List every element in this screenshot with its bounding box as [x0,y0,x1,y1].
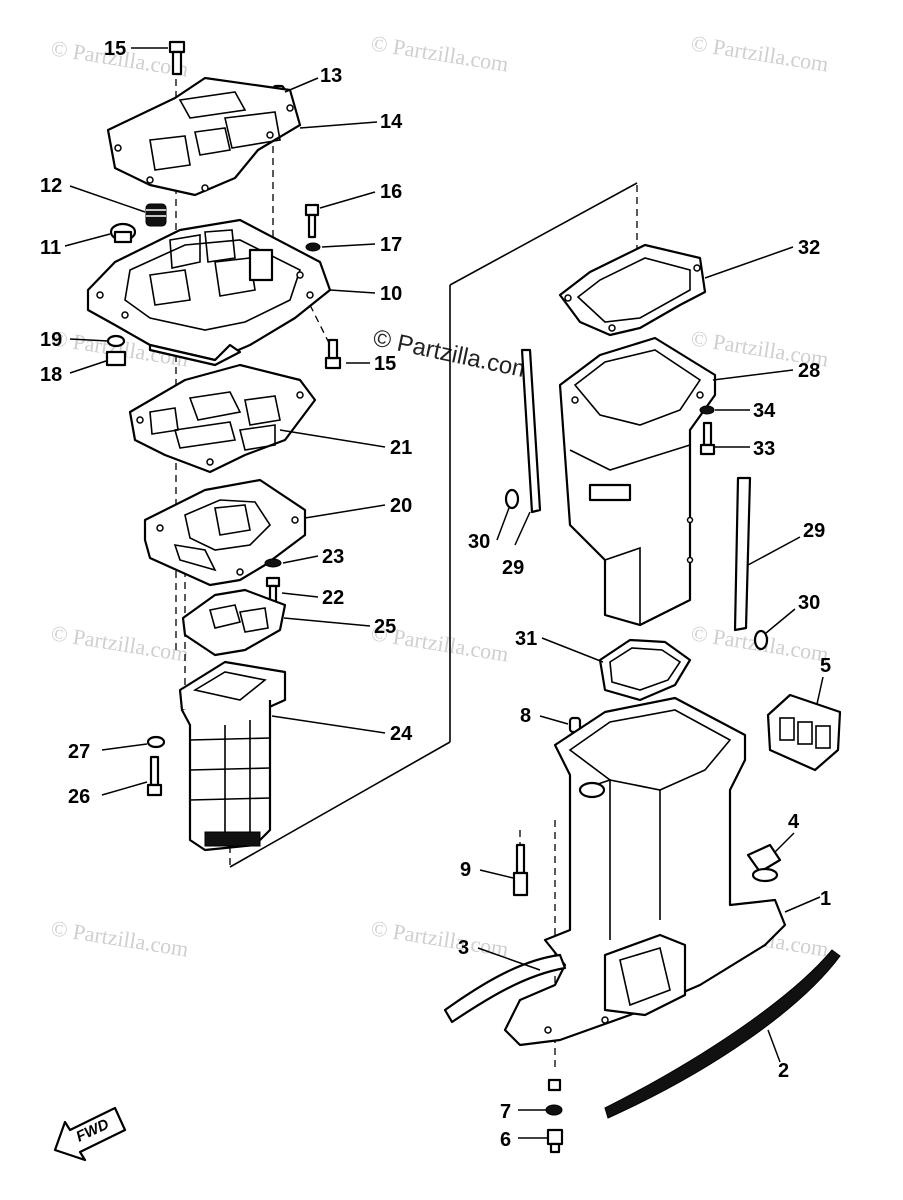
bolt-7-upper-icon [547,1078,562,1092]
callout-11: 11 [40,237,61,259]
upper-casing-28-icon [558,336,717,627]
callout-5: 5 [820,655,831,677]
plug-11-icon [109,222,137,244]
callout-12: 12 [40,175,62,197]
nut-18-icon [105,350,127,367]
gasket-21-icon [128,363,317,474]
callout-18: 18 [40,364,62,386]
mount-5-icon [766,693,842,772]
callout-8: 8 [520,705,531,727]
callout-20: 20 [390,495,412,517]
grommet-30-right-icon [753,629,769,651]
callout-30-right: 30 [798,592,820,614]
callout-10: 10 [380,283,402,305]
washer-34-icon [699,405,715,415]
callout-28: 28 [798,360,820,382]
gasket-32-icon [558,243,707,337]
callout-15: 15 [104,38,126,60]
bolt-26-icon [146,755,163,797]
seal-31-icon [598,638,692,702]
leader-lines [64,47,824,1139]
washer-7-icon [545,1104,563,1116]
callout-7: 7 [500,1101,511,1123]
callout-32: 32 [798,237,820,259]
bolt-33-icon [699,421,716,456]
callout-27: 27 [68,741,90,763]
watermark: © Partzilla.com [49,620,190,666]
callout-6: 6 [500,1129,511,1151]
callout-34: 34 [753,400,776,422]
callout-3: 3 [458,937,469,959]
callout-22: 22 [322,587,344,609]
callout-1: 1 [820,888,831,910]
watermark: © Partzilla.com [369,30,510,76]
callout-4: 4 [788,811,800,833]
callout-17: 17 [380,234,402,256]
lower-casing-1-icon [503,696,787,1047]
washer-19-icon [106,334,126,348]
washer-17-icon [305,242,321,252]
callout-29-left: 29 [502,557,524,579]
callout-16: 16 [380,181,402,203]
callout-26: 26 [68,786,90,808]
bolt-15-lower-icon [324,338,342,370]
callout-30-left: 30 [468,531,490,553]
grommet-30-left-icon [504,488,520,510]
washer-27-icon [146,735,166,749]
exhaust-guide-10-icon [86,218,332,367]
callout-15-lower: 15 [374,353,396,375]
cap-4-icon [746,843,782,883]
gasket-25-icon [181,588,287,657]
muffler-24-icon [178,660,287,852]
callout-labels: 15 13 14 12 16 17 11 10 19 18 15 21 20 2… [40,38,831,1151]
nut-6-icon [546,1128,564,1154]
gasket-14-icon [106,76,302,197]
callout-19: 19 [40,329,62,351]
callout-29-right: 29 [803,520,825,542]
seal-strip-29-right-icon [733,476,752,632]
callout-13: 13 [320,65,342,87]
watermark: © Partzilla.com [369,915,510,961]
watermark: © Partzilla.com [689,30,830,76]
callout-31: 31 [515,628,537,650]
bolt-16-icon [304,203,320,239]
plate-20-icon [143,478,307,587]
washer-23-icon [264,558,282,568]
callout-25: 25 [374,616,396,638]
callout-2: 2 [778,1060,789,1082]
callout-24: 24 [390,723,413,745]
hose-3-icon [443,953,567,1024]
watermark: © Partzilla.com [49,915,190,961]
bolt-9-icon [512,843,529,897]
rubber-strip-2-icon [604,949,841,1119]
fitting-12-icon [145,203,167,227]
bolt-15-top-icon [168,40,186,76]
callout-21: 21 [390,437,412,459]
fwd-arrow-icon: FWD [53,1106,127,1162]
callout-9: 9 [460,859,471,881]
callout-14: 14 [380,111,403,133]
seal-strip-29-left-icon [520,348,542,514]
callout-23: 23 [322,546,344,568]
callout-33: 33 [753,438,775,460]
